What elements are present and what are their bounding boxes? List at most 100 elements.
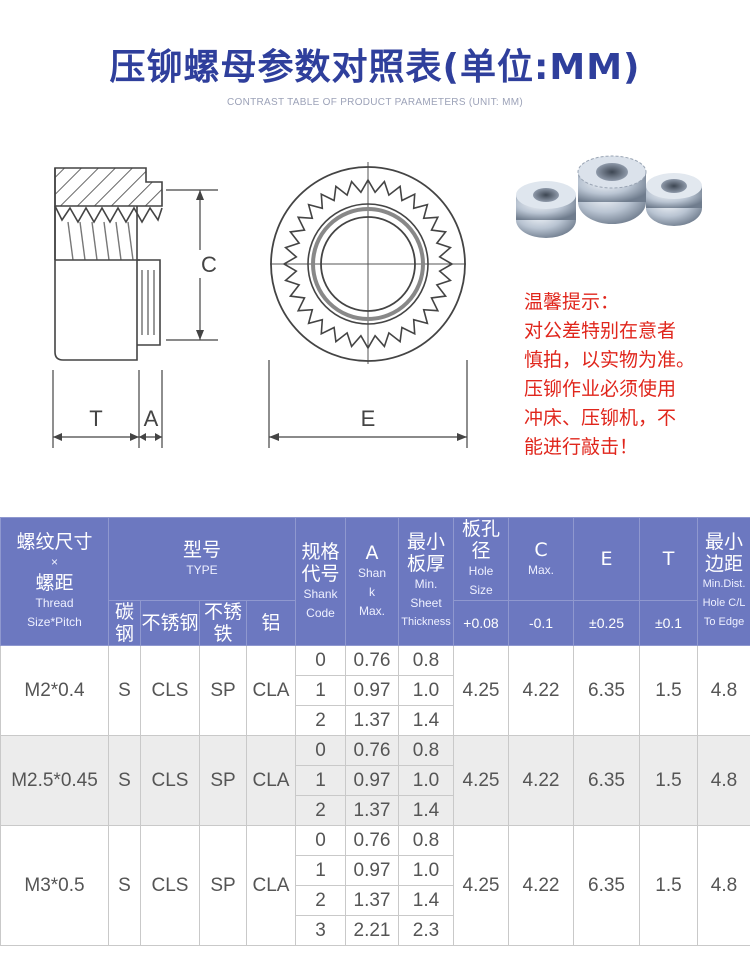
header-type-aluminum: 铝 [245, 600, 297, 646]
header-t: T [639, 517, 699, 601]
cell-code: 0 [295, 645, 347, 676]
cell-a: 1.37 [345, 705, 400, 736]
cell-thickness: 1.0 [398, 765, 455, 796]
dimension-c [166, 189, 218, 341]
nut-left [516, 181, 576, 238]
header-dist-en1: Min.Dist. [702, 578, 746, 590]
cell-stainless-iron: SP [199, 735, 247, 826]
cell-a: 1.37 [345, 885, 400, 916]
cell-hole: 4.25 [453, 735, 510, 826]
cell-a: 0.97 [345, 675, 400, 706]
cell-thickness: 0.8 [398, 825, 455, 856]
cell-code: 1 [295, 855, 347, 886]
header-type-en: TYPE [186, 562, 218, 577]
dimension-a-label: A [144, 406, 159, 431]
header-dist-en2: Hole C/L [702, 597, 746, 609]
header-dist-en3: To Edge [703, 616, 745, 628]
cell-code: 0 [295, 825, 347, 856]
header-hole-zh: 板孔径 [462, 518, 501, 563]
cell-code: 0 [295, 735, 347, 766]
header-a-label: A [365, 542, 379, 564]
cell-aluminum: CLA [245, 735, 297, 826]
parameter-table: 螺纹尺寸 × 螺距 Thread Size*Pitch 型号 TYPE 规格代号… [0, 517, 750, 946]
cell-hole: 4.25 [453, 825, 510, 946]
cell-a: 0.97 [345, 765, 400, 796]
cell-carbon: S [108, 645, 141, 736]
cell-dist: 4.8 [697, 645, 750, 736]
header-type-carbon: 碳钢 [108, 600, 141, 646]
header-a-en1: Shan [358, 566, 387, 580]
header-t-label: T [662, 548, 675, 570]
cell-e: 6.35 [573, 825, 641, 946]
cell-a: 2.21 [345, 915, 400, 946]
cell-code: 2 [295, 705, 347, 736]
dimension-e [268, 360, 468, 448]
nut-right [646, 173, 702, 226]
header-code: 规格代号 Shank Code [295, 517, 347, 646]
cell-c: 4.22 [508, 825, 575, 946]
cell-code: 2 [295, 795, 347, 826]
page-subtitle: CONTRAST TABLE OF PRODUCT PARAMETERS (UN… [227, 97, 523, 108]
product-photo [516, 155, 702, 238]
header-a-en3: Max. [359, 604, 386, 618]
header-type-stainless-steel: 不锈钢 [140, 600, 200, 646]
cell-thickness: 1.0 [398, 675, 455, 706]
cell-thickness: 1.0 [398, 855, 455, 886]
cell-aluminum: CLA [245, 825, 297, 946]
header-dist-zh: 最小边距 [705, 531, 744, 575]
technical-drawing: C T A E [52, 162, 468, 448]
header-hole: 板孔径 Hole Size [453, 517, 510, 601]
cell-thickness: 0.8 [398, 735, 455, 766]
cell-thickness: 1.4 [398, 795, 455, 826]
dimension-c-label: C [201, 252, 217, 277]
notice-line: 压铆作业必须使用 [524, 378, 677, 400]
cell-dist: 4.8 [697, 825, 750, 946]
cell-thickness: 2.3 [398, 915, 455, 946]
cell-code: 1 [295, 675, 347, 706]
header-thread-x: × [50, 555, 58, 569]
cell-carbon: S [108, 825, 141, 946]
cell-a: 0.97 [345, 855, 400, 886]
header-thread-en2: Size*Pitch [27, 615, 82, 629]
header-code-en2: Code [306, 605, 335, 620]
side-view [54, 167, 163, 361]
dimension-t-a [52, 370, 163, 448]
header-c-en: Max. [528, 562, 555, 577]
cell-code: 2 [295, 885, 347, 916]
cell-a: 0.76 [345, 825, 400, 856]
cell-t: 1.5 [639, 825, 699, 946]
cell-thickness: 1.4 [398, 885, 455, 916]
cell-a: 0.76 [345, 645, 400, 676]
header-hole-en2: Size [469, 583, 493, 597]
page-title: 压铆螺母参数对照表(单位:MM) [109, 47, 641, 88]
header-e-label: E [600, 548, 613, 570]
header-a-en2: k [369, 585, 376, 599]
cell-stainless-iron: SP [199, 825, 247, 946]
header-c: C Max. [508, 517, 575, 601]
header-thickness: 最小板厚 Min. Sheet Thickness [398, 517, 455, 646]
header-t-tol: ±0.1 [639, 600, 699, 646]
cell-t: 1.5 [639, 735, 699, 826]
cell-thread: M2.5*0.45 [0, 735, 109, 826]
header-thread-zh1: 螺纹尺寸 [16, 531, 93, 553]
cell-thread: M2*0.4 [0, 645, 109, 736]
cell-t: 1.5 [639, 645, 699, 736]
cell-stainless-iron: SP [199, 645, 247, 736]
top-view [270, 162, 466, 364]
header-thickness-zh: 最小板厚 [407, 531, 446, 575]
cell-c: 4.22 [508, 735, 575, 826]
header-type-stainless-iron: 不锈铁 [199, 600, 247, 646]
warning-notice: 温馨提示： 对公差特别在意者 慎拍，以实物为准。 压铆作业必须使用 冲床、压铆机… [524, 288, 744, 462]
cell-thickness: 0.8 [398, 645, 455, 676]
header-c-tol: -0.1 [508, 600, 575, 646]
cell-e: 6.35 [573, 735, 641, 826]
header-thickness-en1: Min. [414, 577, 438, 591]
